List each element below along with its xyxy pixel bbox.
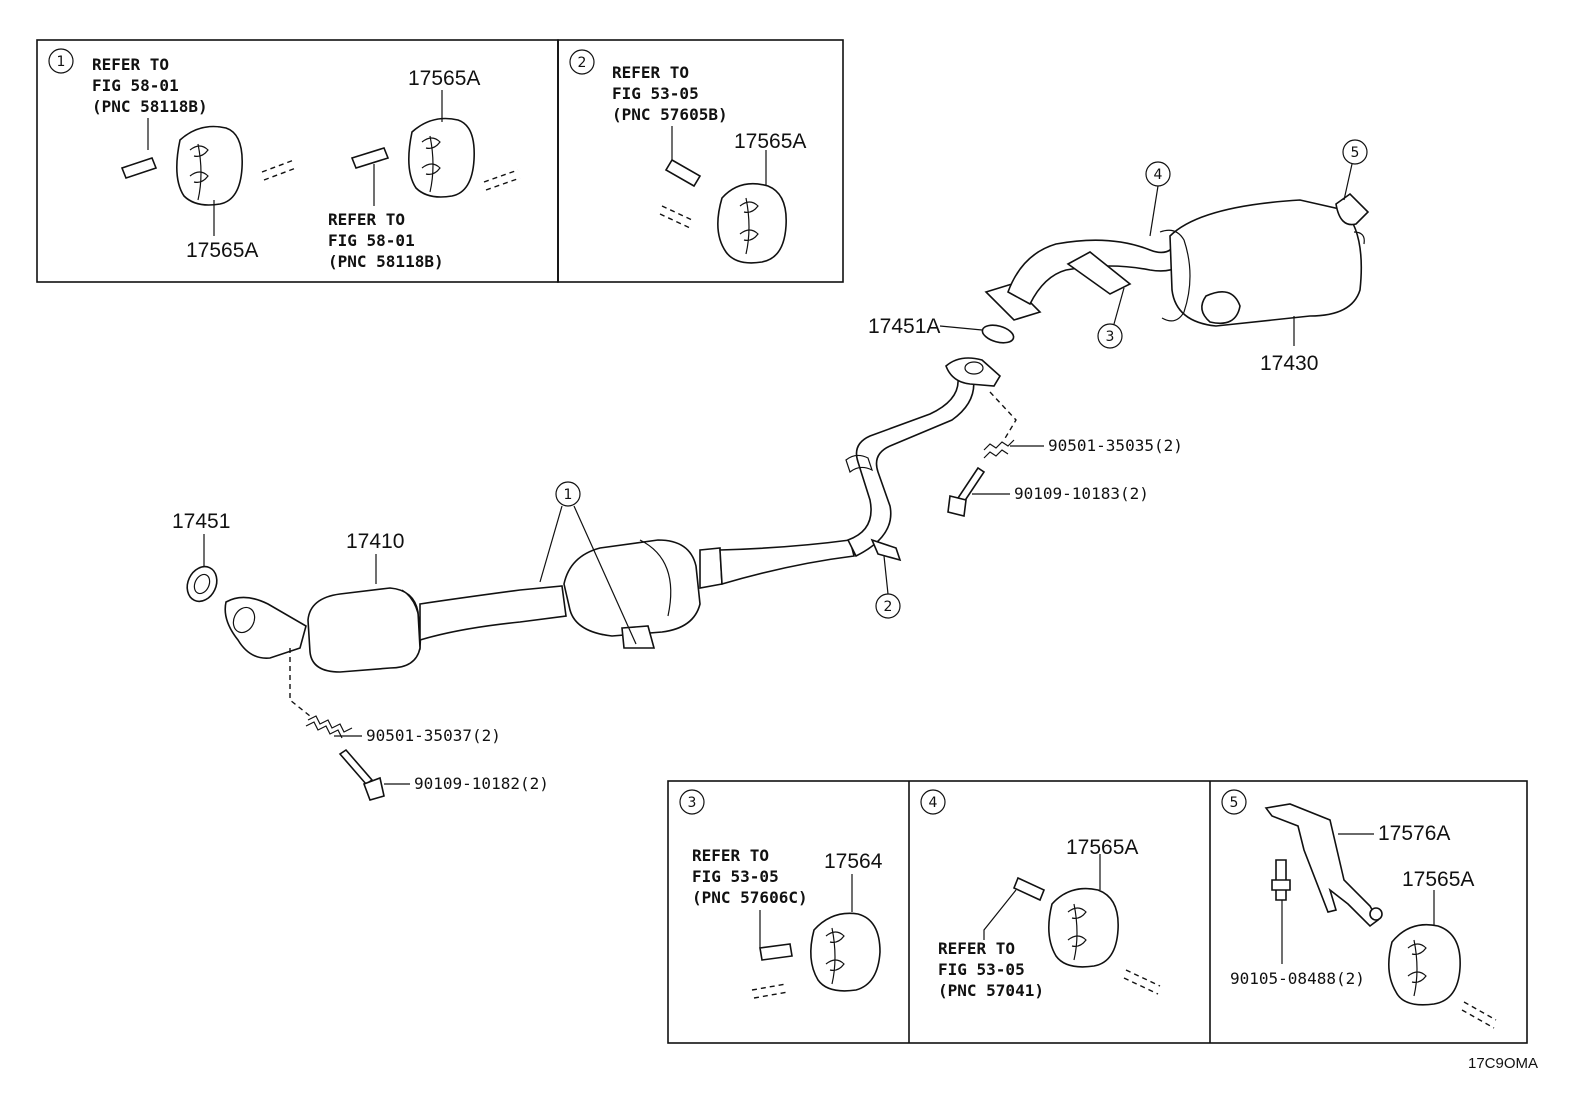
inset5-part: 17565A (1402, 868, 1474, 891)
main-callout-2: 2 (884, 599, 893, 615)
inset3-ref-line3: (PNC 57606C) (692, 888, 808, 907)
spring-front (305, 715, 353, 739)
inset2-part: 17565A (734, 130, 806, 153)
gasket-17451A (981, 324, 1015, 344)
bolt-rear (947, 466, 986, 517)
inset-5-box: 5 17576A 90105-08488(2) 17565A (1221, 789, 1497, 1029)
tail-flange (984, 283, 1042, 321)
rear-flange (945, 357, 1002, 387)
main-callout-5: 5 (1351, 145, 1360, 161)
label-90109-10182: 90109-10182(2) (414, 774, 549, 793)
inset1-part-left: 17565A (186, 239, 258, 262)
connecting-pipe (719, 539, 855, 586)
label-17451A: 17451A (868, 315, 940, 338)
inset2-number: 2 (578, 55, 587, 71)
inset1-part-right: 17565A (408, 67, 480, 90)
inset-3-box: 3 REFER TO FIG 53-05 (PNC 57606C) 17564 (667, 780, 1528, 1044)
label-17430: 17430 (1260, 352, 1318, 375)
inset1-ref-b-line2: FIG 58-01 (328, 231, 415, 250)
inset5-bolt: 90105-08488(2) (1230, 969, 1365, 988)
inset1-hanger-right (350, 117, 521, 198)
inset3-ref-line2: FIG 53-05 (692, 867, 779, 886)
inset1-ref-a-line3: (PNC 58118B) (92, 97, 208, 116)
bolt-front (338, 748, 385, 801)
inset1-hanger-left (120, 125, 297, 206)
inset1-ref-a-line2: FIG 58-01 (92, 76, 179, 95)
mid-pipe (419, 585, 567, 642)
inset5-number: 5 (1230, 795, 1239, 811)
inset3-part: 17564 (824, 850, 883, 873)
main-callout-4: 4 (1154, 167, 1163, 183)
inset2-ref-line1: REFER TO (612, 63, 689, 82)
callout-circle-2 (569, 49, 595, 75)
gasket-17451 (186, 565, 218, 603)
inset-1-box: 1 REFER TO FIG 58-01 (PNC 58118B) 17565A… (36, 39, 844, 283)
spring-rear (983, 439, 1015, 459)
main-assembly: 17451 17410 1 2 (172, 139, 1370, 801)
inset-2-box: 2 REFER TO FIG 53-05 (PNC 57605B) 17565A (569, 49, 806, 264)
label-90109-10183: 90109-10183(2) (1014, 484, 1149, 503)
inset1-number: 1 (57, 54, 66, 70)
rear-bend-pipe (846, 370, 975, 558)
main-callout-3: 3 (1106, 329, 1115, 345)
figure-code: 17C9OMA (1468, 1055, 1538, 1072)
label-90501-35037: 90501-35037(2) (366, 726, 501, 745)
callout-circle-1 (48, 48, 74, 74)
muffler (1169, 199, 1363, 327)
inset5-bracket: 17576A (1378, 822, 1450, 845)
label-90501-35035: 90501-35035(2) (1048, 436, 1183, 455)
rear-converter (563, 539, 701, 637)
inset2-ref-line2: FIG 53-05 (612, 84, 699, 103)
inset4-ref-line3: (PNC 57041) (938, 981, 1044, 1000)
inset3-number: 3 (688, 795, 697, 811)
inset1-ref-b-line3: (PNC 58118B) (328, 252, 444, 271)
inset3-ref-line1: REFER TO (692, 846, 769, 865)
inset2-ref-line3: (PNC 57605B) (612, 105, 728, 124)
inset4-part: 17565A (1066, 836, 1138, 859)
inset4-number: 4 (929, 795, 938, 811)
label-17410: 17410 (346, 530, 404, 553)
inset1-ref-a-line1: REFER TO (92, 55, 169, 74)
bracket-17576A (1264, 803, 1380, 928)
inset4-ref-line2: FIG 53-05 (938, 960, 1025, 979)
label-17451: 17451 (172, 510, 230, 533)
main-callout-1: 1 (564, 487, 573, 503)
inset1-ref-b-line1: REFER TO (328, 210, 405, 229)
front-flange (224, 596, 307, 659)
front-converter (307, 587, 421, 673)
inset4-ref-line1: REFER TO (938, 939, 1015, 958)
inset-4-box: 4 17565A REFER TO FIG 53-05 (PNC 57041) (920, 789, 1161, 1000)
